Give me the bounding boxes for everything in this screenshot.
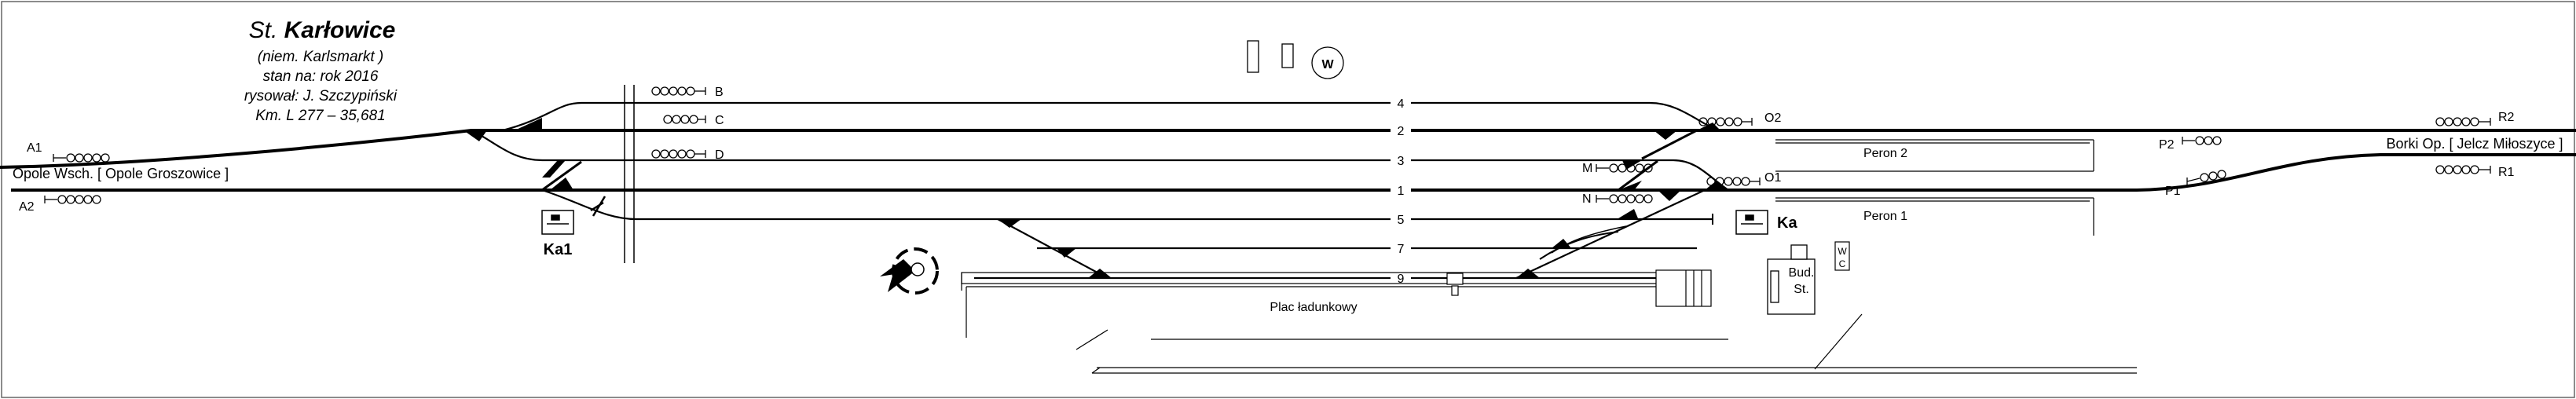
signal-n xyxy=(1596,194,1653,203)
building-label-1: Bud. xyxy=(1789,266,1815,280)
track-5-line xyxy=(541,189,1713,221)
track-label-2: 2 xyxy=(1398,125,1405,138)
header-line-1: (niem. Karlsmarkt ) xyxy=(258,49,383,65)
label-a2: A2 xyxy=(19,200,35,214)
tracks xyxy=(0,101,2576,280)
wc-label-c: C xyxy=(1839,258,1846,269)
track-3-line xyxy=(471,130,1729,191)
wc-label-w: W xyxy=(1838,246,1847,257)
label-a1: A1 xyxy=(27,141,42,155)
signal-labels: A1 A2 B C D O2 O1 M N P2 P1 R2 R1 xyxy=(19,86,2515,214)
signal-b xyxy=(651,86,706,96)
track-label-5: 5 xyxy=(1398,214,1405,227)
label-r2: R2 xyxy=(2498,111,2515,124)
platform-1-label: Peron 1 xyxy=(1863,210,1907,223)
scale-house xyxy=(1446,273,1464,296)
w-circle-icon xyxy=(1311,46,1344,79)
platform-2 xyxy=(1775,139,2094,172)
signal-a1 xyxy=(53,153,110,163)
signal-p1 xyxy=(2186,170,2226,185)
label-c: C xyxy=(715,114,724,127)
track-label-3: 3 xyxy=(1398,155,1405,168)
signal-o2 xyxy=(1698,117,1753,126)
track-labels: 4 2 3 1 5 7 9 xyxy=(1391,96,1411,286)
switch-1-9 xyxy=(1515,189,1706,279)
direction-left: Opole Wsch. [ Opole Groszowice ] xyxy=(13,166,229,181)
top-structures xyxy=(1247,40,1344,79)
spur-7b xyxy=(1551,225,1627,254)
wc-box xyxy=(1834,241,1850,271)
derail-mark xyxy=(590,196,606,217)
signal-m xyxy=(1596,163,1653,173)
label-m: M xyxy=(1582,162,1592,175)
mast-1 xyxy=(1247,40,1259,73)
header-line-3: rysował: J. Szczypiński xyxy=(244,88,398,104)
track-1-line xyxy=(11,153,2576,192)
signal-r2 xyxy=(2435,117,2491,126)
station-title: St. Karłowice xyxy=(249,17,396,43)
label-o1: O1 xyxy=(1764,171,1781,185)
track-label-9: 9 xyxy=(1398,273,1405,286)
switch-5-9 xyxy=(997,218,1108,279)
mast-2 xyxy=(1281,43,1294,68)
station-name: Karłowice xyxy=(284,17,396,43)
platform-2-label: Peron 2 xyxy=(1863,147,1907,160)
track-4-line xyxy=(502,101,1721,132)
switch-wedges xyxy=(464,118,1728,278)
crossover-right-b xyxy=(1618,159,1658,192)
signal-r1 xyxy=(2435,165,2491,174)
signal-o1 xyxy=(1706,177,1761,186)
ka-label: Ka xyxy=(1777,214,1797,232)
header-line-4: Km. L 277 – 35,681 xyxy=(255,108,386,124)
label-w: W xyxy=(1321,58,1334,71)
track-label-7: 7 xyxy=(1398,243,1405,256)
track-label-4: 4 xyxy=(1398,97,1405,111)
station-building xyxy=(1767,244,1816,315)
label-o2: O2 xyxy=(1764,112,1781,125)
track-2-line xyxy=(0,129,2576,169)
label-d: D xyxy=(715,148,724,162)
label-r1: R1 xyxy=(2498,166,2515,179)
loading-platform-label: Plac ładunkowy xyxy=(1270,301,1357,314)
label-b: B xyxy=(715,86,724,99)
signal-c xyxy=(663,115,706,124)
warehouse xyxy=(1655,269,1712,307)
building-label-2: St. xyxy=(1794,283,1809,296)
ka1-label: Ka1 xyxy=(544,241,573,258)
spur-7 xyxy=(1539,231,1619,260)
direction-right: Borki Op. [ Jelcz Miłoszyce ] xyxy=(2386,136,2563,152)
label-p2: P2 xyxy=(2159,138,2175,152)
platform-1 xyxy=(1775,197,2094,236)
crossover-right-a xyxy=(1641,129,1698,160)
crossover-left xyxy=(541,160,582,192)
label-p1: P1 xyxy=(2165,185,2181,198)
loading-platform xyxy=(961,272,2137,374)
header-line-2: stan na: rok 2016 xyxy=(263,68,379,85)
signal-a2 xyxy=(44,195,101,204)
signal-p2 xyxy=(2182,136,2222,145)
track-label-1: 1 xyxy=(1398,185,1405,198)
header-block: St. Karłowice (niem. Karlsmarkt ) stan n… xyxy=(244,17,398,124)
compass-icon xyxy=(880,247,939,295)
ka1-cabin xyxy=(541,210,574,235)
crossing-lines xyxy=(624,85,635,263)
ka-cabin xyxy=(1735,210,1768,235)
signal-d xyxy=(651,149,706,159)
label-n: N xyxy=(1582,192,1592,206)
signals xyxy=(44,86,2491,204)
